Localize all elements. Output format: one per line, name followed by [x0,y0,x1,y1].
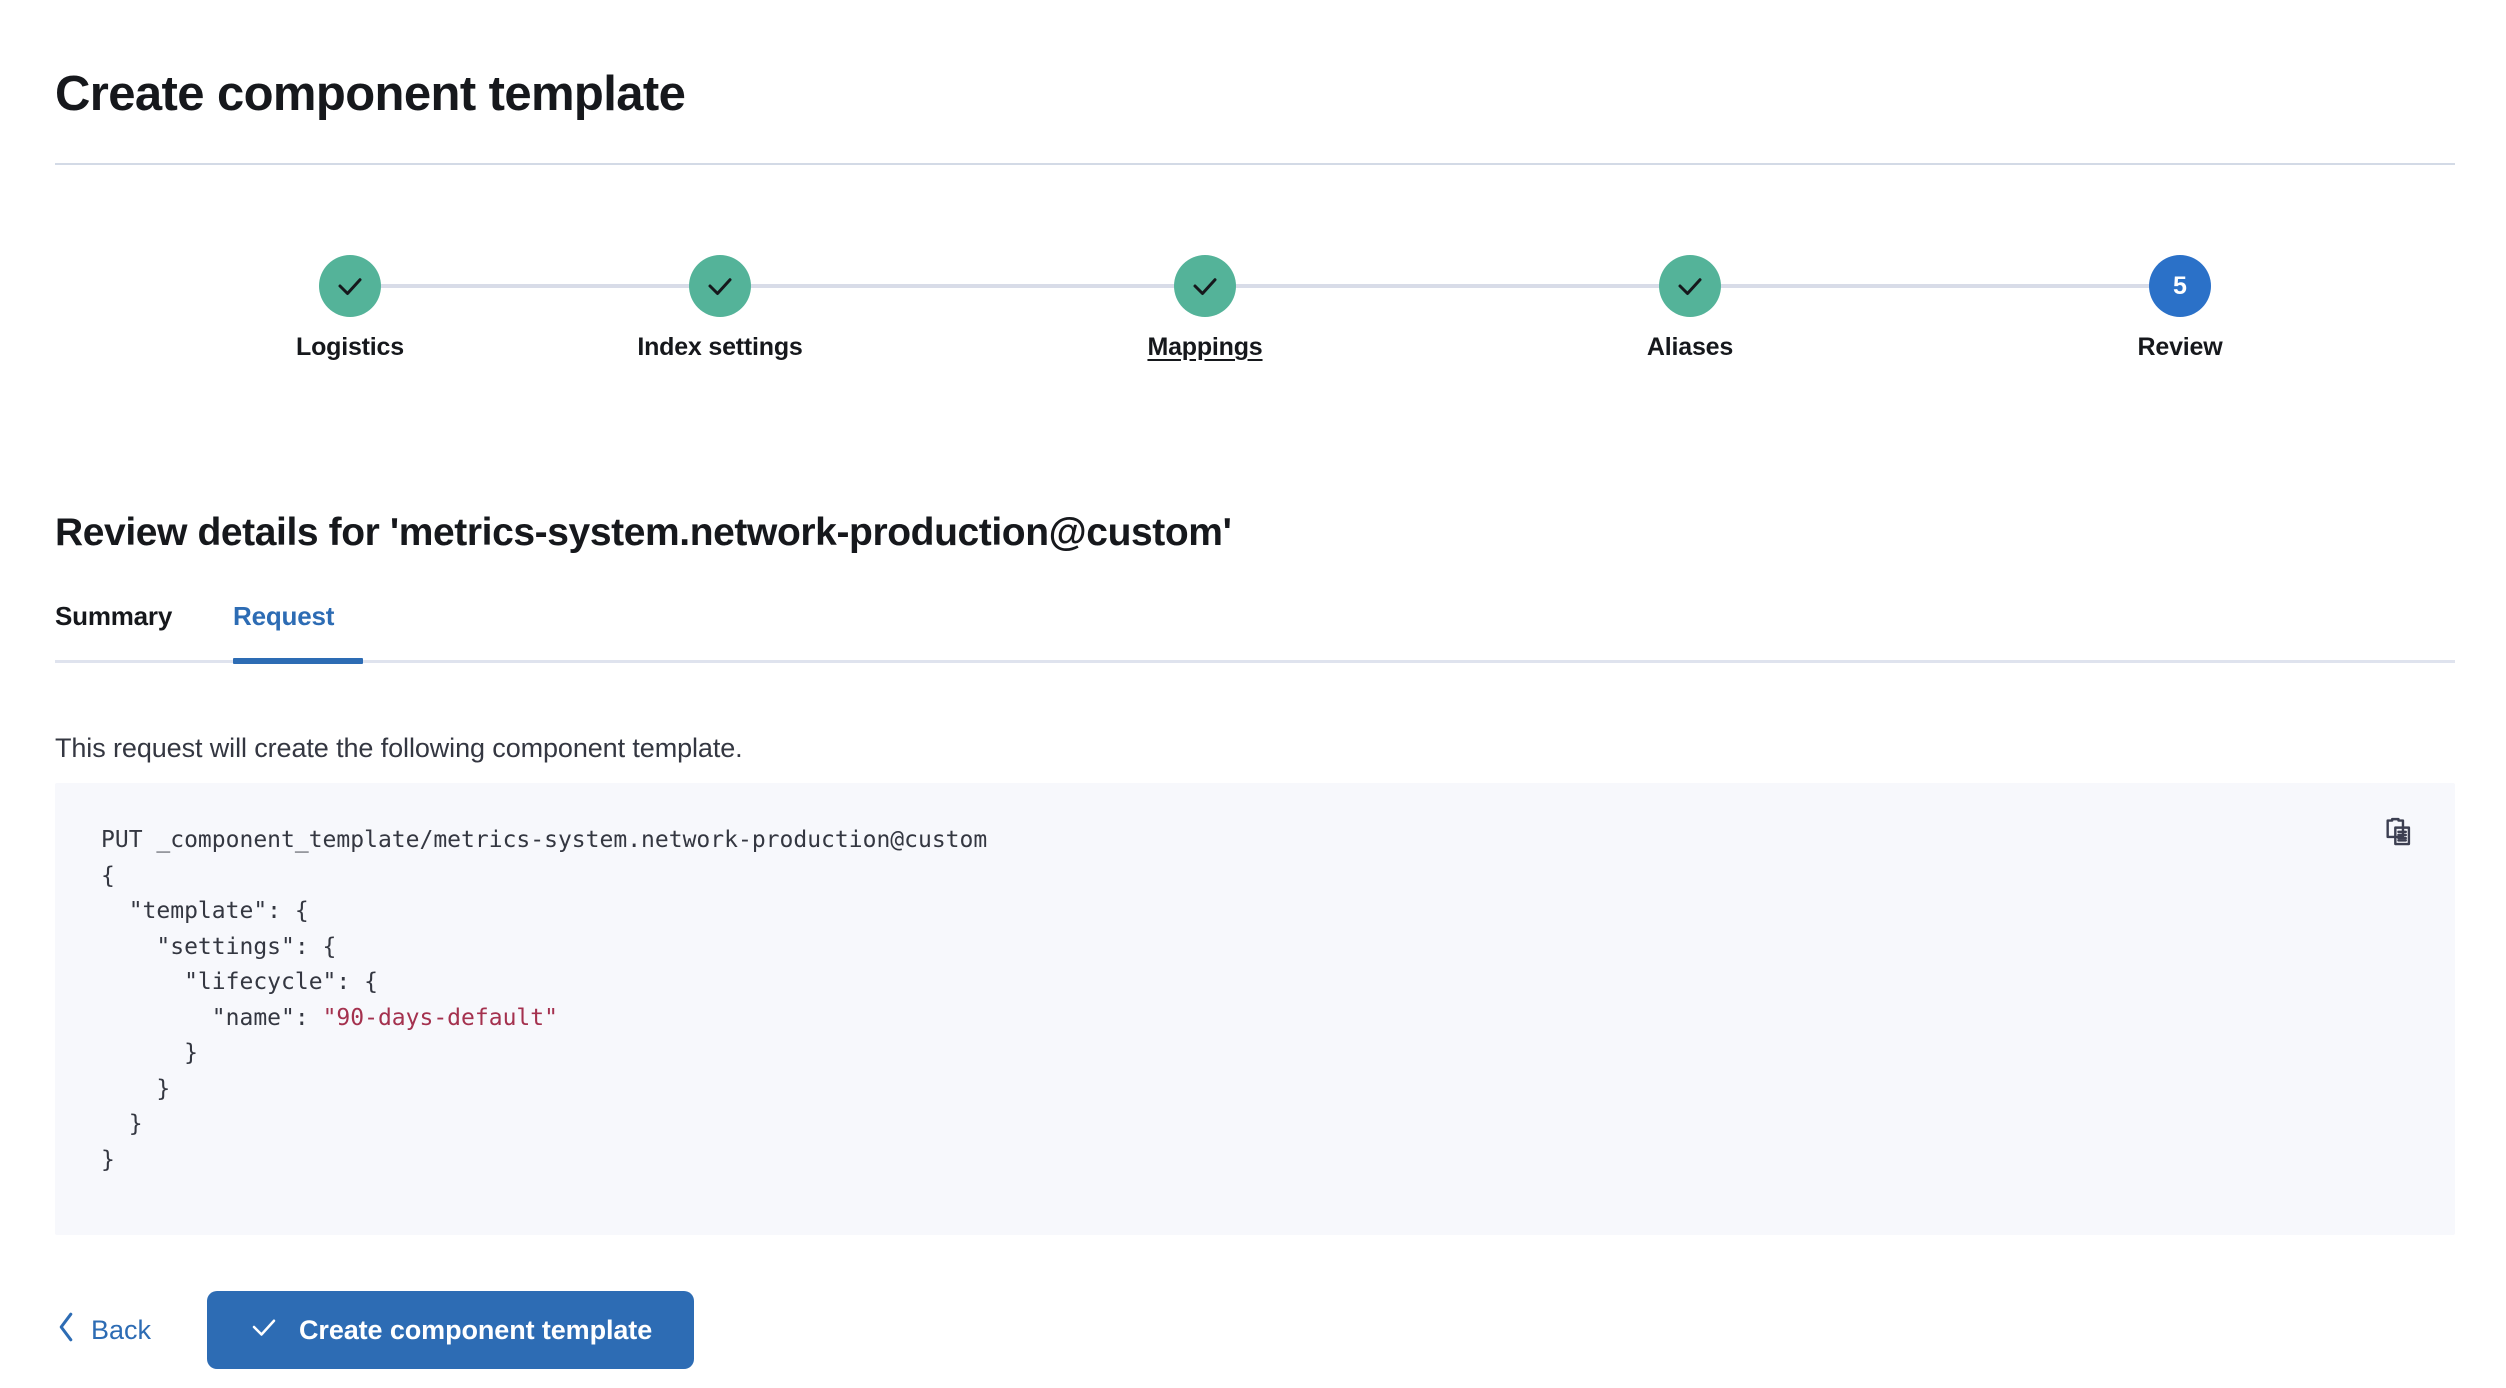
tab-request[interactable]: Request [233,601,334,663]
step-connector-2-3 [720,284,1175,288]
back-button-label: Back [91,1314,152,1345]
stepper-step-logistics[interactable]: Logistics [200,255,500,362]
back-button[interactable]: Back [55,1291,151,1369]
step-status-circle [1174,255,1236,317]
copy-request-button[interactable] [2373,808,2425,860]
request-code-panel: PUT _component_template/metrics-system.n… [55,783,2455,1235]
active-tab-underline [233,658,363,664]
chevron-left-icon [55,1311,77,1350]
stepper-step-label: Mappings [1147,333,1263,361]
stepper-step-review[interactable]: 5 Review [2030,255,2330,362]
code-line: } [101,1111,143,1137]
request-description: This request will create the following c… [55,733,743,763]
stepper-step-label: Index settings [637,333,803,361]
code-string-value: "90-days-default" [322,1004,558,1031]
create-component-template-label: Create component template [299,1314,653,1345]
title-divider [55,163,2455,165]
code-line: } [101,1075,171,1102]
create-component-template-button[interactable]: Create component template [207,1291,695,1369]
code-line: "lifecycle": { [101,969,378,995]
tab-summary[interactable]: Summary [55,601,172,663]
request-code-block: PUT _component_template/metrics-system.n… [101,823,987,1178]
tabs-baseline [55,660,2455,663]
check-icon [335,271,365,301]
code-line: } [101,1146,115,1173]
check-icon [705,271,735,301]
step-status-circle: 5 [2149,255,2211,317]
page-title: Create component template [55,66,686,121]
code-method-line: PUT _component_template/metrics-system.n… [101,827,988,853]
footer-actions: Back Create component template [55,1291,695,1369]
step-number: 5 [2173,271,2187,300]
code-line: "settings": { [101,933,337,960]
stepper-step-label: Review [2137,333,2223,361]
stepper-step-mappings[interactable]: Mappings [1055,255,1355,362]
code-line: { [101,862,115,889]
check-icon [249,1312,279,1349]
stepper-step-label: Logistics [296,333,404,361]
step-connector-1-2 [350,284,720,288]
code-line: } [101,1040,198,1066]
code-line: "name": [101,1004,323,1031]
review-tabs: Summary Request [55,601,2455,664]
code-line: "template": { [101,898,309,924]
step-status-circle [689,255,751,317]
stepper-step-index-settings[interactable]: Index settings [570,255,870,362]
step-status-circle [1659,255,1721,317]
check-icon [1190,271,1220,301]
copy-clipboard-icon [2382,816,2416,853]
check-icon [1675,271,1705,301]
stepper-step-label: Aliases [1646,333,1734,361]
step-status-circle [319,255,381,317]
step-connector-3-4 [1205,284,1660,288]
wizard-stepper: Logistics Index settings Mappings [55,255,2455,395]
stepper-step-aliases[interactable]: Aliases [1540,255,1840,362]
step-connector-4-5 [1690,284,2180,288]
review-details-heading: Review details for 'metrics-system.netwo… [55,511,1232,555]
